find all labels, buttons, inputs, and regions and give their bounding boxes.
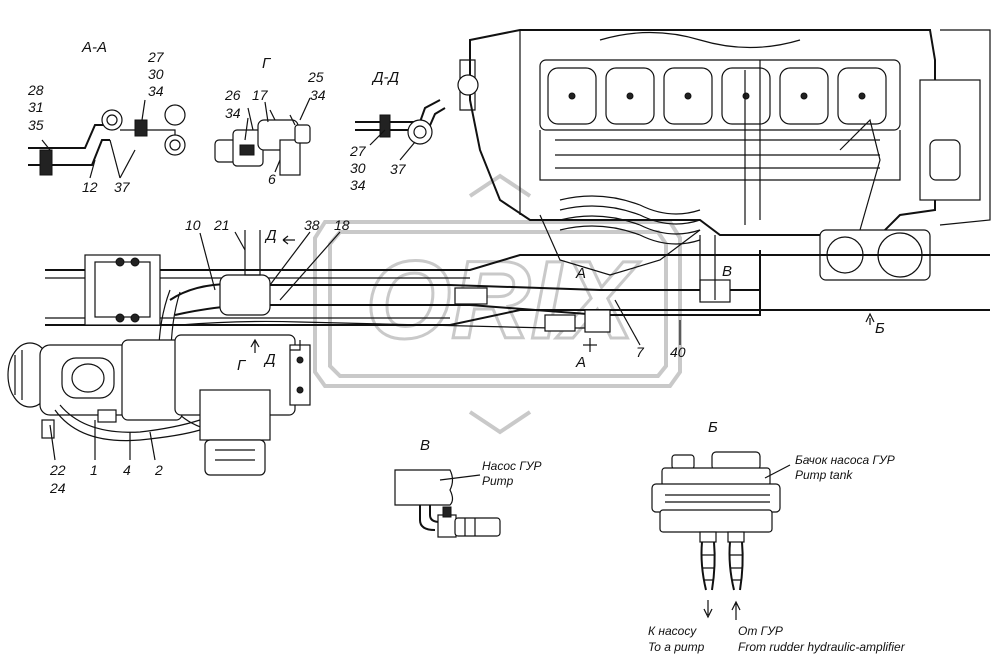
watermark-text: ORIX	[366, 239, 641, 362]
marker-d-main: Д	[263, 351, 276, 368]
marker-a-bottom: А	[575, 354, 586, 371]
part-number: 17	[252, 87, 269, 103]
part-number: 26	[224, 87, 241, 103]
frame-rail	[45, 254, 990, 326]
part-number: 12	[82, 179, 98, 195]
part-number: 35	[28, 117, 44, 133]
section-label-aa: А-А	[81, 39, 107, 56]
callout-pump-en: Pump	[482, 474, 514, 488]
part-number: 18	[334, 217, 350, 233]
part-number: 22	[49, 462, 66, 478]
detail-section-dd	[355, 99, 446, 161]
callout-to-pump-ru: К насосу	[648, 624, 697, 638]
marker-d-top: Д	[264, 227, 277, 244]
callout-from-ru: От ГУР	[738, 624, 783, 638]
part-number: 37	[390, 161, 407, 177]
detail-view-v	[394, 469, 501, 538]
part-number: 4	[123, 462, 131, 478]
engine-block	[457, 29, 991, 281]
part-number: 34	[310, 87, 326, 103]
part-number: 6	[268, 171, 276, 187]
callout-to-pump-en: To a pump	[648, 640, 705, 654]
part-number: 34	[350, 177, 366, 193]
marker-g-main: Г	[237, 357, 247, 374]
callout-tank-en: Pump tank	[795, 468, 853, 482]
leader-lines	[49, 231, 875, 461]
part-number: 30	[148, 66, 164, 82]
watermark-logo: ORIX	[313, 173, 682, 435]
part-number: 38	[304, 217, 320, 233]
part-number: 21	[213, 217, 230, 233]
marker-a-top: А	[575, 265, 586, 282]
section-label-v: В	[420, 437, 430, 454]
section-label-dd: Д-Д	[371, 69, 400, 86]
part-number: 24	[49, 480, 66, 496]
part-number: 31	[28, 99, 44, 115]
part-number: 1	[90, 462, 98, 478]
callout-pump-ru: Насос ГУР	[482, 459, 542, 473]
part-number: 37	[114, 179, 131, 195]
part-number: 34	[225, 105, 241, 121]
callout-tank-ru: Бачок насоса ГУР	[795, 453, 895, 467]
section-label-g: Г	[262, 55, 272, 72]
part-number: 40	[670, 344, 686, 360]
part-number: 25	[307, 69, 324, 85]
callout-from-en: From rudder hydraulic-amplifier	[738, 640, 906, 654]
part-number: 7	[636, 344, 645, 360]
detail-section-g	[214, 97, 311, 176]
part-number: 30	[350, 160, 366, 176]
marker-b-arrow: Б	[875, 320, 885, 337]
part-number: 2	[154, 462, 163, 478]
detail-section-aa	[28, 99, 186, 179]
detail-view-b	[651, 451, 791, 620]
part-number: 28	[27, 82, 44, 98]
part-number: 10	[185, 217, 201, 233]
part-number: 27	[349, 143, 367, 159]
marker-v-main: В	[722, 263, 732, 280]
part-number: 27	[147, 49, 165, 65]
section-label-b: Б	[708, 419, 718, 436]
part-number: 34	[148, 83, 164, 99]
